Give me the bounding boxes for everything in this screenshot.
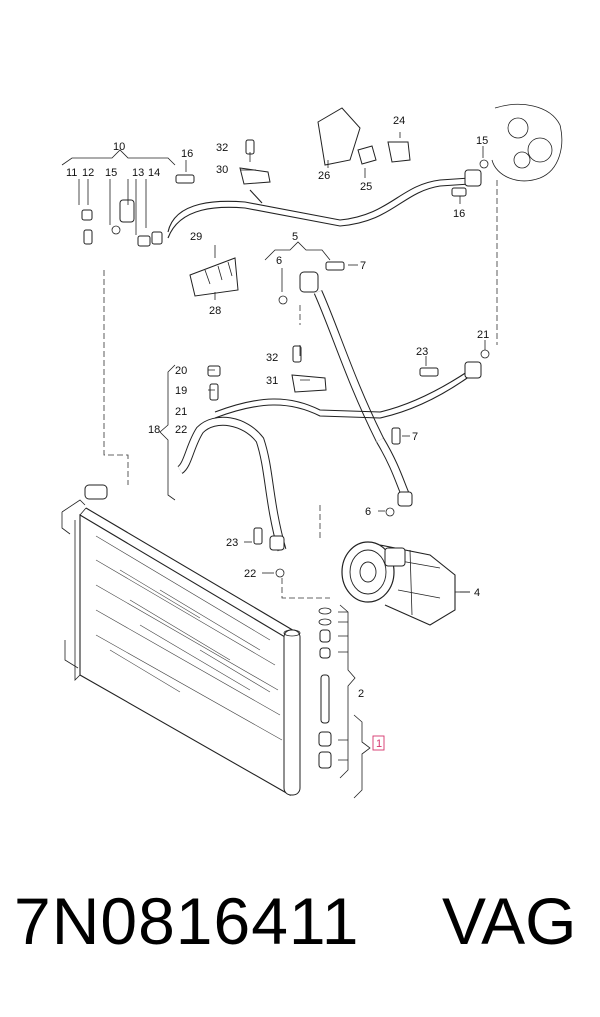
- callout-32: 32: [216, 142, 228, 154]
- callout-22-lower: 22: [244, 568, 256, 580]
- callout-10: 10: [113, 141, 125, 153]
- dashed-leaders: [103, 180, 498, 599]
- callout-labels: 10 16 11 12 15 13 14 32 30 26 24 25 15 1…: [66, 115, 489, 751]
- callout-7-lower: 7: [412, 431, 418, 443]
- callout-6: 6: [276, 255, 282, 267]
- callout-22: 22: [175, 424, 187, 436]
- callout-12: 12: [82, 167, 94, 179]
- callout-28: 28: [209, 305, 221, 317]
- ac-system-exploded-diagram: 10 16 11 12 15 13 14 32 30 26 24 25 15 1…: [61, 104, 563, 799]
- callout-11: 11: [66, 167, 77, 179]
- condenser: [61, 484, 301, 796]
- callout-16: 16: [181, 148, 193, 160]
- refrigerant-lines: [119, 169, 482, 552]
- callout-23-lower: 23: [226, 537, 238, 549]
- callout-31: 31: [266, 375, 278, 387]
- callout-15: 15: [105, 167, 117, 179]
- part-number: 7N0816411: [14, 884, 360, 958]
- callout-13: 13: [132, 167, 144, 179]
- callout-19: 19: [175, 385, 187, 397]
- callout-16-right: 16: [453, 208, 465, 220]
- callout-29: 29: [190, 231, 202, 243]
- callout-23: 23: [416, 346, 428, 358]
- brand-label: VAG: [442, 884, 577, 958]
- callout-15-right: 15: [476, 135, 488, 147]
- callout-1-highlighted: 1: [376, 738, 382, 750]
- callout-6-lower: 6: [365, 506, 371, 518]
- callout-26: 26: [318, 170, 330, 182]
- callout-18: 18: [148, 424, 160, 436]
- callout-7: 7: [360, 260, 366, 272]
- callout-32-lower: 32: [266, 352, 278, 364]
- callout-24: 24: [393, 115, 405, 127]
- callout-5: 5: [292, 231, 298, 243]
- callout-30: 30: [216, 164, 228, 176]
- callout-25: 25: [360, 181, 372, 193]
- group-braces: [61, 132, 486, 799]
- callout-21-right: 21: [477, 329, 489, 341]
- compressor: [341, 541, 470, 626]
- callout-2: 2: [358, 688, 364, 700]
- hardware-parts: [81, 104, 563, 769]
- callout-4: 4: [474, 587, 480, 599]
- callout-21: 21: [175, 406, 187, 418]
- callout-20: 20: [175, 365, 187, 377]
- callout-14: 14: [148, 167, 160, 179]
